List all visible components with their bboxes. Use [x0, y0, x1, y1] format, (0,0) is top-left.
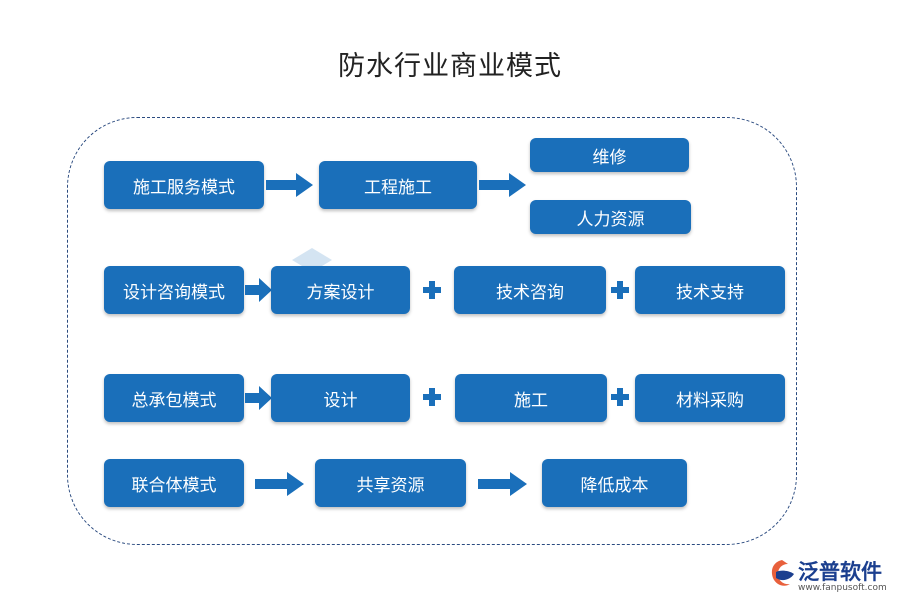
model-design-consulting: 设计咨询模式 [104, 266, 244, 314]
item-design: 设计 [271, 374, 410, 422]
logo-name: 泛普软件 [798, 560, 882, 584]
flow-engineering-construction: 工程施工 [319, 161, 477, 209]
fanpu-logo-icon [771, 560, 794, 586]
branch-maintenance: 维修 [530, 138, 689, 172]
item-material-procurement: 材料采购 [635, 374, 785, 422]
arrow-icon [266, 173, 313, 197]
logo-url: www.fanpusoft.com [798, 583, 887, 593]
page-title: 防水行业商业模式 [338, 51, 562, 82]
plus-icon [611, 388, 629, 406]
brand-logo: 泛普软件 www.fanpusoft.com [768, 556, 893, 596]
model-construction-service: 施工服务模式 [104, 161, 264, 209]
model-consortium: 联合体模式 [104, 459, 244, 507]
arrow-icon [245, 386, 272, 410]
plus-icon [423, 281, 441, 299]
plus-icon [423, 388, 441, 406]
model-general-contracting: 总承包模式 [104, 374, 244, 422]
item-technical-support: 技术支持 [635, 266, 785, 314]
arrow-icon [478, 472, 527, 496]
flow-cost-reduction: 降低成本 [542, 459, 687, 507]
item-scheme-design: 方案设计 [271, 266, 410, 314]
flow-shared-resources: 共享资源 [315, 459, 466, 507]
branch-human-resources: 人力资源 [530, 200, 691, 234]
arrow-icon [255, 472, 304, 496]
plus-icon [611, 281, 629, 299]
arrow-icon [245, 278, 272, 302]
diagram-frame [67, 117, 797, 545]
item-construction: 施工 [455, 374, 607, 422]
arrow-icon [479, 173, 526, 197]
item-technical-consulting: 技术咨询 [454, 266, 606, 314]
